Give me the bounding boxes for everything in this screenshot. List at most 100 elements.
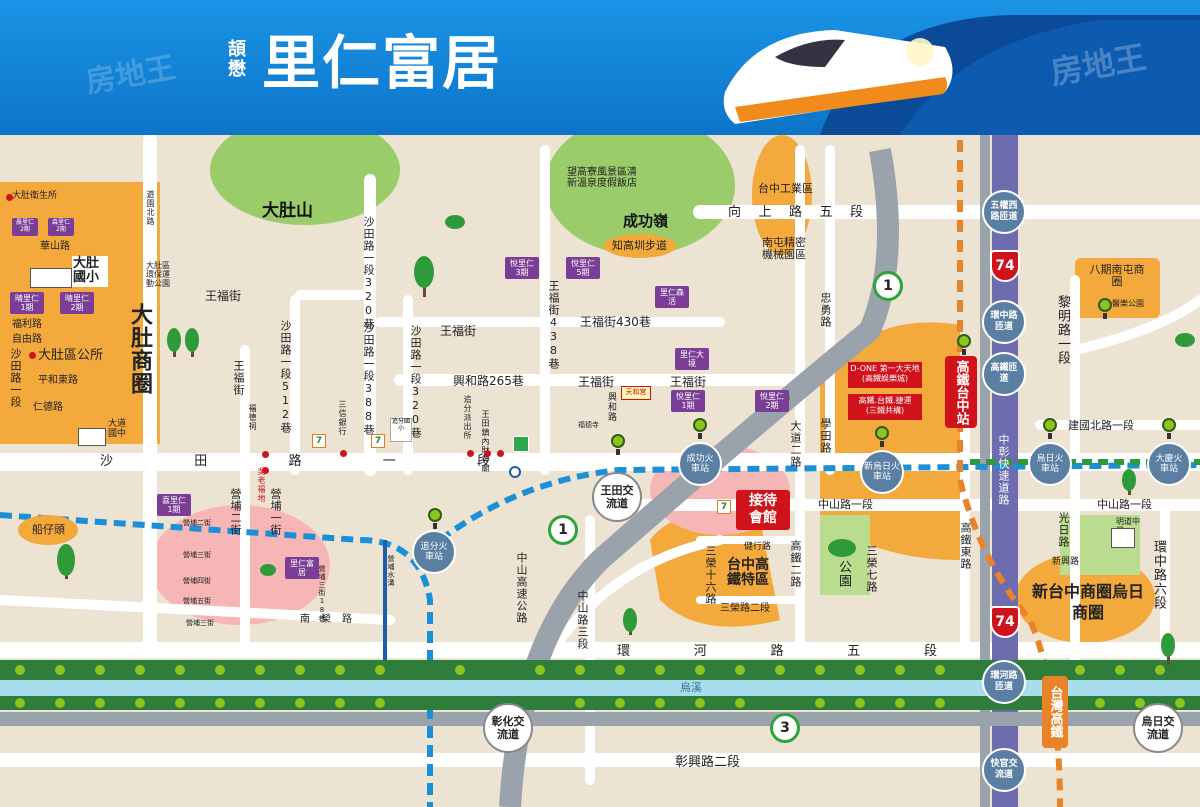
v-gaotie-2-label: 高鐵二路: [789, 540, 802, 588]
page-title: 里仁富居: [262, 29, 503, 97]
station-label: 烏日火車站: [1036, 453, 1064, 474]
project-tag[interactable]: 悅里仁3期: [505, 257, 539, 280]
tagline-char-2: 懋: [228, 58, 246, 80]
v-zhongyong-label: 忠勇路: [819, 292, 832, 328]
poi-police-label: 追分派出所: [463, 395, 472, 440]
v-shatian-388-label: 沙田路一段388巷: [362, 322, 375, 436]
bush-icon: [445, 215, 465, 229]
project-tag[interactable]: 里仁大境: [675, 348, 709, 371]
station-pin-icon: [875, 426, 889, 447]
xiangshang-char-2: 上: [758, 205, 772, 220]
new-taichung-zone: [1015, 553, 1155, 643]
interchange-wuri[interactable]: 烏日交流道: [1133, 703, 1183, 753]
poi-dot-5-icon: [484, 450, 491, 457]
ramp-gaotie[interactable]: 高鐵匝道: [982, 352, 1026, 396]
highway-1-shield: 1: [873, 271, 903, 301]
v-wangfu-438-label: 王福街438巷: [547, 280, 560, 370]
tree-icon: [623, 608, 637, 635]
v-sanrong-16-label: 三榮十六路: [704, 545, 717, 605]
project-tag[interactable]: 晴里仁1期: [10, 292, 44, 315]
poi-dot-3-icon: [340, 450, 347, 457]
project-tag[interactable]: 悅里仁5期: [566, 257, 600, 280]
wangfu-mid-label: 王福街: [440, 324, 477, 338]
project-tag[interactable]: 晨里仁2期: [12, 218, 38, 236]
ship-head-label: 船仔頭: [32, 523, 65, 536]
tagline-char-1: 頡: [228, 39, 246, 60]
project-tag[interactable]: 悅里仁2期: [755, 390, 789, 413]
reception-text: 接待會館: [749, 492, 777, 527]
station-wuri[interactable]: 烏日火車站: [1028, 442, 1072, 486]
poi-school-label: 追分國小: [390, 418, 412, 442]
project-tag[interactable]: 晴里仁2期: [60, 292, 94, 315]
tree-icon: [414, 256, 434, 297]
yingpu-4-label: 營埔四街: [183, 577, 211, 585]
v-jiadi-label: 吳老福地: [257, 467, 266, 503]
dadu-office-label: 大肚區公所: [38, 348, 104, 363]
huanhe-road-label: 環 河 路 五 段: [617, 644, 937, 659]
chenggong-ridge-area: [545, 115, 735, 255]
dadu-river: [0, 680, 1200, 696]
nanrong-road-label: 南 榮 路: [300, 614, 352, 625]
ship-head-zone: [18, 515, 78, 545]
huanhe-char-5: 段: [923, 644, 937, 659]
jianxing-label: 健行路: [744, 542, 772, 552]
shatian-char-2: 田: [194, 454, 208, 469]
phase8-zone: [1075, 258, 1160, 318]
reception-center-label[interactable]: 接待會館: [736, 490, 790, 530]
v-yp-river-label: 營埔水溝: [387, 555, 395, 587]
poi-shrine-label: 福德祠: [248, 404, 257, 431]
v-shatian-512-label: 沙田路一段512巷: [279, 320, 292, 434]
river-label: 烏溪: [680, 681, 702, 694]
interchange-kuaiguan[interactable]: 快官交流道: [982, 748, 1026, 792]
station-pin-icon: [1043, 418, 1057, 439]
huanhe-char-4: 五: [847, 644, 861, 659]
project-tag[interactable]: 喜里仁1期: [157, 494, 191, 517]
highway-1-shield: 1: [548, 515, 578, 545]
convenience-store-icon: 7: [717, 500, 731, 514]
project-tag[interactable]: 里仁森活: [655, 286, 689, 309]
ramp-huanzhong[interactable]: 環中路匝道: [982, 300, 1026, 344]
station-pin-icon: [957, 334, 971, 355]
shatian-char-5: 段: [476, 454, 490, 469]
interchange-label: 王田交流道: [600, 483, 634, 510]
health-marker-icon: [6, 194, 13, 201]
ramp-huanhe[interactable]: 環河路匝道: [982, 660, 1026, 704]
interchange-pin-icon: [611, 434, 625, 455]
convenience-store-icon: 7: [312, 434, 326, 448]
huanhe-char-2: 河: [693, 644, 707, 659]
convenience-store-icon: 7: [371, 434, 385, 448]
station-chenggong[interactable]: 成功火車站: [678, 442, 722, 486]
station-zhuifen[interactable]: 追分火車站: [412, 530, 456, 574]
tree-icon: [185, 328, 199, 357]
interchange-wangtian[interactable]: 王田交流道: [592, 472, 642, 522]
south-highway: [0, 712, 1200, 726]
interchange-changhua[interactable]: 彰化交流道: [483, 703, 533, 753]
project-tag[interactable]: 森里仁2期: [48, 218, 74, 236]
station-label: 追分火車站: [420, 541, 448, 562]
trail-zone: [604, 234, 676, 258]
dadu-district-label: 大肚商圈: [127, 303, 152, 395]
station-daqing[interactable]: 大慶火車站: [1147, 442, 1191, 486]
belt-trees: [15, 665, 1185, 708]
nantun-tech-label: 南屯精密機械園區: [762, 236, 806, 262]
v-zhongzhang-label: 中彰快速道路: [997, 434, 1010, 506]
station-label: 成功火車站: [686, 453, 714, 474]
station-xinwuri[interactable]: 新烏日火車站: [860, 450, 904, 494]
familymart-icon: [513, 436, 529, 452]
sanrong-2-label: 三榮路二段: [720, 603, 770, 614]
v-shatian-320b-label: 沙田路一段320巷: [409, 325, 422, 439]
ramp-label: 五權西路匝道: [990, 201, 1018, 222]
zhongshan-1-east-label: 中山路一段: [1097, 498, 1152, 511]
high-speed-train-icon: [723, 30, 953, 124]
huanhe-char-3: 路: [770, 644, 784, 659]
yingpu-5-label: 營埔五街: [183, 597, 211, 605]
hsr-station-label: 高鐵台中站: [953, 359, 969, 425]
project-tag[interactable]: 悅里仁1期: [671, 390, 705, 413]
header-banner: 頡 懋 里仁富居 房地王 房地王: [0, 0, 1200, 135]
office-marker-icon: [29, 352, 36, 359]
station-hsr-taichung[interactable]: 高鐵台中站: [945, 356, 977, 428]
ramp-wuquan-west[interactable]: 五權西路匝道: [982, 190, 1026, 234]
project-tag[interactable]: 里仁富居: [285, 557, 319, 580]
banner-decoration: [820, 15, 1200, 135]
xiangshang-char-3: 路: [788, 205, 802, 220]
